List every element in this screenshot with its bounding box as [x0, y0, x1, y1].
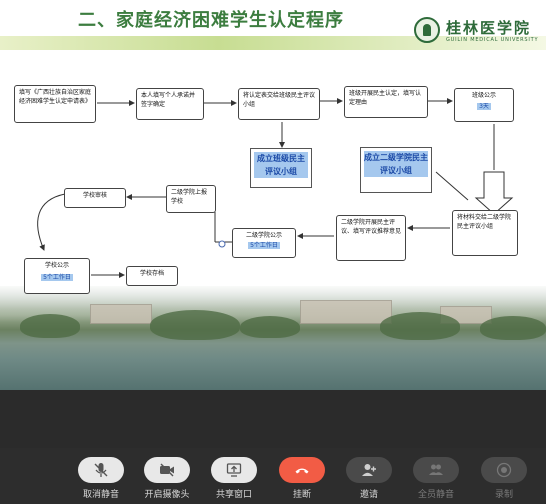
invite-label: 邀请 [359, 490, 378, 500]
flow-step-college-review: 二级学院开展民主评议、填写评议推荐意见 [336, 215, 406, 261]
campus-tree [150, 310, 240, 340]
flow-step-class-review: 班级开展民主认定，填写认定理由 [344, 86, 428, 118]
campus-building [300, 300, 392, 324]
university-emblem-icon [414, 17, 440, 43]
record-button[interactable]: 录制 [474, 457, 534, 500]
university-logo-name: 桂林医学院 [446, 19, 532, 37]
campus-building [90, 304, 152, 324]
camera-button[interactable]: 开启摄像头 [137, 457, 197, 500]
mute-label: 取消静音 [82, 490, 119, 500]
college-publicity-duration: 5个工作日 [248, 242, 280, 249]
mute-all-button[interactable]: 全员静音 [406, 457, 466, 500]
camera-label: 开启摄像头 [144, 490, 190, 500]
school-publicity-duration: 5个工作日 [41, 274, 73, 281]
hangup-label: 挂断 [292, 490, 311, 500]
class-publicity-label: 班级公示 [471, 92, 496, 99]
campus-tree [480, 316, 546, 340]
flow-step-college-publicity: 二级学院公示 5个工作日 [232, 228, 296, 258]
campus-photo-background [0, 286, 546, 390]
flow-step-report-school: 二级学院上报学校 [166, 185, 216, 213]
flow-step-commitment: 本人填写个人承诺并签字确定 [136, 88, 204, 120]
college-publicity-label: 二级学院公示 [245, 232, 282, 239]
microphone-muted-icon [78, 457, 124, 483]
flow-step-school-archive: 学校存档 [126, 266, 178, 286]
flow-step-class-publicity: 班级公示 3天 [454, 88, 514, 122]
campus-tree [240, 316, 300, 338]
hangup-button[interactable]: 挂断 [272, 457, 332, 500]
invite-button[interactable]: 邀请 [339, 457, 399, 500]
meeting-toolbar: 取消静音 开启摄像头 共享窗口 挂断 邀请 全员静音 录制 [0, 448, 546, 504]
flow-step-class-committee: 成立班级民主评议小组 [250, 148, 312, 188]
campus-tree [20, 314, 80, 338]
university-logo-english: GUILIN MEDICAL UNIVERSITY [446, 37, 539, 43]
users-muted-icon [413, 457, 459, 483]
record-icon [481, 457, 527, 483]
shared-slide: 二、家庭经济困难学生认定程序 桂林医学院 GUILIN MEDICAL UNIV… [0, 0, 546, 390]
record-label: 录制 [494, 490, 513, 500]
campus-tree [380, 312, 460, 340]
share-screen-icon [211, 457, 257, 483]
share-window-button[interactable]: 共享窗口 [204, 457, 264, 500]
school-publicity-label: 学校公示 [44, 262, 69, 269]
flow-step-submit-class: 将认定表交给班级民主评议小组 [238, 88, 320, 120]
add-user-icon [346, 457, 392, 483]
flow-arrows [37, 98, 514, 278]
title-decor-bar [0, 36, 546, 50]
phone-hangup-icon [279, 457, 325, 483]
class-publicity-duration: 3天 [477, 103, 491, 110]
flow-step-apply-form: 填写《广西壮族自治区家庭经济困难学生认定申请表》 [14, 85, 96, 123]
mute-button[interactable]: 取消静音 [71, 457, 131, 500]
share-window-label: 共享窗口 [215, 490, 252, 500]
slide-title: 二、家庭经济困难学生认定程序 [78, 10, 344, 31]
flow-step-college-committee: 成立二级学院民主评议小组 [360, 147, 432, 193]
flow-step-school-publicity: 学校公示 5个工作日 [24, 258, 90, 294]
flow-step-school-audit: 学校审核 [64, 188, 126, 208]
mute-all-label: 全员静音 [417, 490, 454, 500]
camera-off-icon [144, 457, 190, 483]
flow-step-submit-college: 将材料交给二级学院民主评议小组 [452, 210, 518, 256]
